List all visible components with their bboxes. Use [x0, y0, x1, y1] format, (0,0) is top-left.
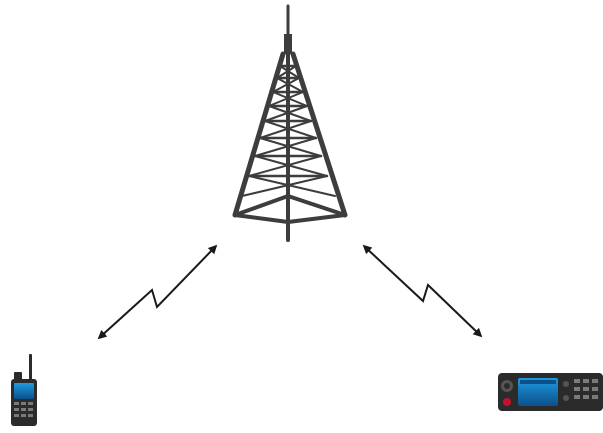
portable-radio-icon: [11, 354, 37, 426]
wireless-link-left: [99, 246, 216, 338]
wireless-link-right: [364, 246, 481, 336]
mobile-radio-icon: [498, 373, 603, 411]
radio-tower-icon: [235, 6, 345, 240]
